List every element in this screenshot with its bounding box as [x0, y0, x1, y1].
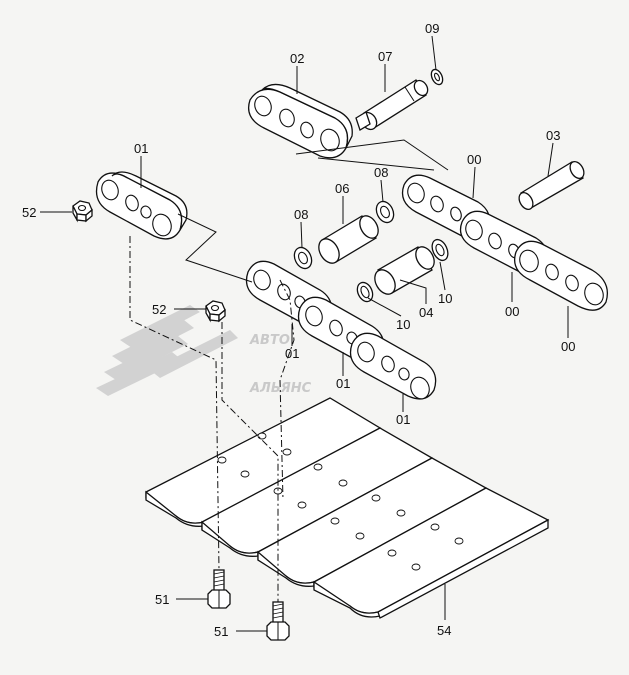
- callout-01-c: 01: [396, 412, 410, 427]
- callout-09: 09: [425, 21, 439, 36]
- watermark-line1: АВТО: [249, 333, 290, 348]
- nut-52-left: [72, 200, 93, 223]
- track-link-01-top: [95, 171, 188, 240]
- shoe-bolt-holes: [217, 432, 464, 571]
- callout-51-top: 51: [155, 592, 169, 607]
- callout-00-right: 00: [561, 339, 575, 354]
- track-shoes-54: [145, 397, 550, 619]
- callout-07: 07: [378, 49, 392, 64]
- assembly-lines: [129, 139, 449, 602]
- leader-lines: [40, 35, 569, 632]
- seal-08-lower: [293, 246, 313, 270]
- pin-03: [518, 160, 585, 211]
- callout-52-mid: 52: [152, 302, 166, 317]
- callout-labels: 02 07 09 01 03 00 06 08 08 52 52 10 10 0…: [22, 21, 575, 639]
- callout-10-a: 10: [438, 291, 452, 306]
- chain-assembly: [245, 260, 437, 400]
- callout-01-a: 01: [285, 346, 299, 361]
- bushing-04: [374, 246, 435, 295]
- track-link-00-right: [513, 240, 609, 311]
- callout-01-b: 01: [336, 376, 350, 391]
- callout-52-left: 52: [22, 205, 36, 220]
- callout-03: 03: [546, 128, 560, 143]
- bushing-06: [318, 215, 379, 264]
- seal-10-lower: [356, 281, 374, 303]
- callout-08-a: 08: [374, 165, 388, 180]
- callout-00-top: 00: [467, 152, 481, 167]
- seal-10-upper: [431, 238, 449, 262]
- track-link-02: [247, 83, 353, 159]
- pin-07: [355, 79, 429, 131]
- callout-04: 04: [419, 305, 433, 320]
- callout-10-b: 10: [396, 317, 410, 332]
- bolt-51-bottom: [266, 601, 290, 641]
- watermark-logo-icon: [96, 305, 238, 396]
- callout-02: 02: [290, 51, 304, 66]
- watermark-line2: АЛЬЯНС: [249, 381, 312, 396]
- nut-52-mid: [205, 300, 226, 323]
- bolt-51-top: [207, 569, 231, 609]
- callout-06: 06: [335, 181, 349, 196]
- callout-54: 54: [437, 623, 451, 638]
- callout-08-b: 08: [294, 207, 308, 222]
- callout-01-top: 01: [134, 141, 148, 156]
- callout-51-bottom: 51: [214, 624, 228, 639]
- seal-08-upper: [375, 200, 395, 224]
- watermark: АВТО АЛЬЯНС: [96, 305, 312, 396]
- callout-00-mid: 00: [505, 304, 519, 319]
